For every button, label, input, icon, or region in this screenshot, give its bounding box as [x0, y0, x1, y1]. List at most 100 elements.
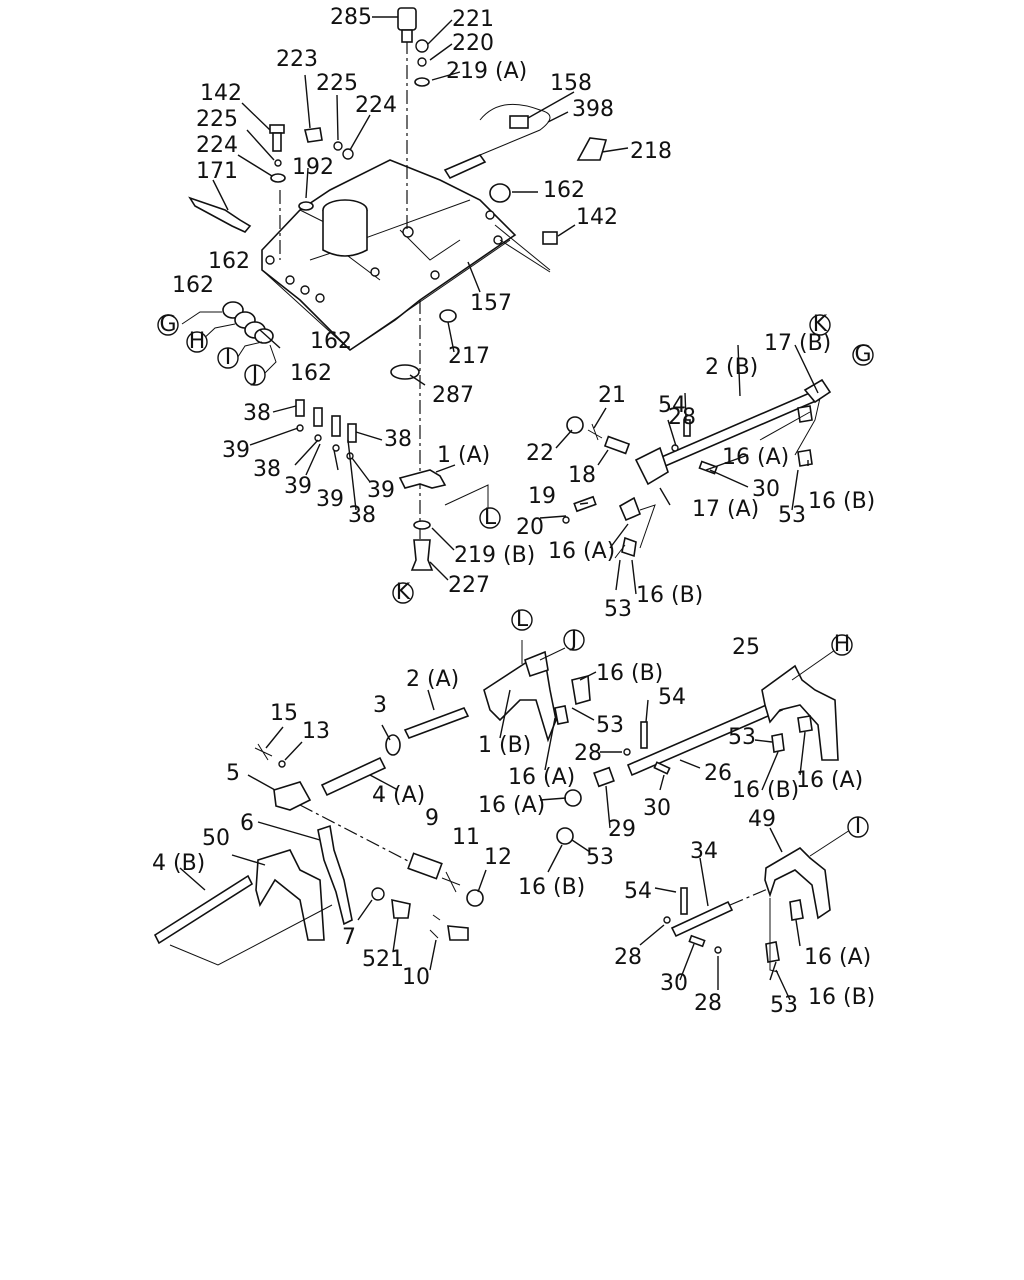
callout: 28 [694, 991, 722, 1016]
callout: 1 (A) [437, 443, 490, 468]
ref-letter: I [225, 345, 232, 370]
leader-lines [212, 16, 629, 581]
callout: 3 [373, 693, 387, 718]
callout: 16 (A) [796, 768, 863, 793]
callout: 38 [384, 427, 412, 452]
ref-letter: L [516, 607, 529, 632]
callout: 171 [196, 159, 238, 184]
callout: 2 (B) [705, 355, 758, 380]
callout: 162 [290, 361, 332, 386]
ref-letter: J [250, 362, 259, 387]
callout: 39 [316, 487, 344, 512]
ref-letter: H [189, 329, 206, 354]
callout: 28 [668, 405, 696, 430]
callout: 162 [310, 329, 352, 354]
callout: 224 [355, 93, 397, 118]
callout: 162 [172, 273, 214, 298]
callout: 38 [348, 503, 376, 528]
callout: 28 [614, 945, 642, 970]
rail-26-assembly [483, 640, 851, 973]
callout: 16 (B) [732, 778, 799, 803]
callout: 17 (A) [692, 497, 759, 522]
callout: 30 [643, 796, 671, 821]
callout: 223 [276, 47, 318, 72]
callout: 398 [572, 97, 614, 122]
callout: 39 [367, 478, 395, 503]
callout: 53 [586, 845, 614, 870]
ref-letter: K [396, 580, 411, 605]
callout: 9 [425, 806, 439, 831]
callout: 39 [222, 438, 250, 463]
callout: 17 (B) [764, 331, 831, 356]
callout: 16 (B) [636, 583, 703, 608]
callout: 26 [704, 761, 732, 786]
callout: 219 (B) [454, 543, 535, 568]
callout: 38 [253, 457, 281, 482]
callout: 15 [270, 701, 298, 726]
rail-4-assembly [153, 706, 484, 966]
callout: 54 [624, 879, 652, 904]
callout: 16 (B) [518, 875, 585, 900]
reference-circles: G H I J K L L J H I K G [157, 312, 874, 839]
callout: 53 [604, 597, 632, 622]
callout: 16 (A) [478, 793, 545, 818]
callout: 29 [608, 817, 636, 842]
callout: 285 [330, 5, 372, 30]
leader-lines-right [539, 344, 819, 595]
springs-and-balls [295, 399, 357, 460]
callout: 521 [362, 947, 404, 972]
callout: 221 [452, 7, 494, 32]
callout: 7 [342, 925, 356, 950]
callout: 34 [690, 839, 718, 864]
callout: 16 (A) [508, 765, 575, 790]
plugs-162 [181, 301, 277, 381]
callout: 158 [550, 71, 592, 96]
callout: 25 [732, 635, 760, 660]
callout: 49 [748, 807, 776, 832]
callout: 53 [778, 503, 806, 528]
callout: 11 [452, 825, 480, 850]
small-parts-top [188, 7, 608, 380]
callout: 142 [200, 81, 242, 106]
callout: 54 [658, 393, 686, 418]
rail-2b-assembly [562, 378, 832, 559]
callout: 30 [752, 477, 780, 502]
callout: 28 [574, 741, 602, 766]
callout: 30 [660, 971, 688, 996]
callout: 10 [402, 965, 430, 990]
callout: 20 [516, 515, 544, 540]
ref-letter: K [813, 312, 828, 337]
callout: 4 (A) [372, 783, 425, 808]
callout: 6 [240, 811, 254, 836]
callout: 162 [208, 249, 250, 274]
callout: 38 [243, 401, 271, 426]
ref-letter: G [854, 342, 871, 367]
callout: 287 [432, 383, 474, 408]
callout: 225 [196, 107, 238, 132]
callout: 2 (A) [406, 667, 459, 692]
callout: 39 [284, 474, 312, 499]
callout-labels: 285 221 220 219 (A) 223 225 224 158 398 … [152, 5, 875, 1018]
callout: 50 [202, 826, 230, 851]
ref-letter: G [159, 312, 176, 337]
callout: 142 [576, 205, 618, 230]
callout: 162 [543, 178, 585, 203]
callout: 21 [598, 383, 626, 408]
leader-lines-lower [179, 671, 806, 1001]
callout: 16 (B) [808, 985, 875, 1010]
callout: 4 (B) [152, 851, 205, 876]
callout: 18 [568, 463, 596, 488]
callout: 217 [448, 344, 490, 369]
callout: 53 [596, 713, 624, 738]
ref-letter: H [834, 632, 851, 657]
ref-letter: I [855, 814, 862, 839]
shift-cover-assembly [261, 159, 517, 352]
callout: 192 [292, 155, 334, 180]
callout: 53 [728, 725, 756, 750]
ref-letter: L [484, 505, 497, 530]
callout: 16 (A) [804, 945, 871, 970]
callout: 16 (B) [596, 661, 663, 686]
callout: 227 [448, 573, 490, 598]
ref-letter: J [569, 627, 578, 652]
